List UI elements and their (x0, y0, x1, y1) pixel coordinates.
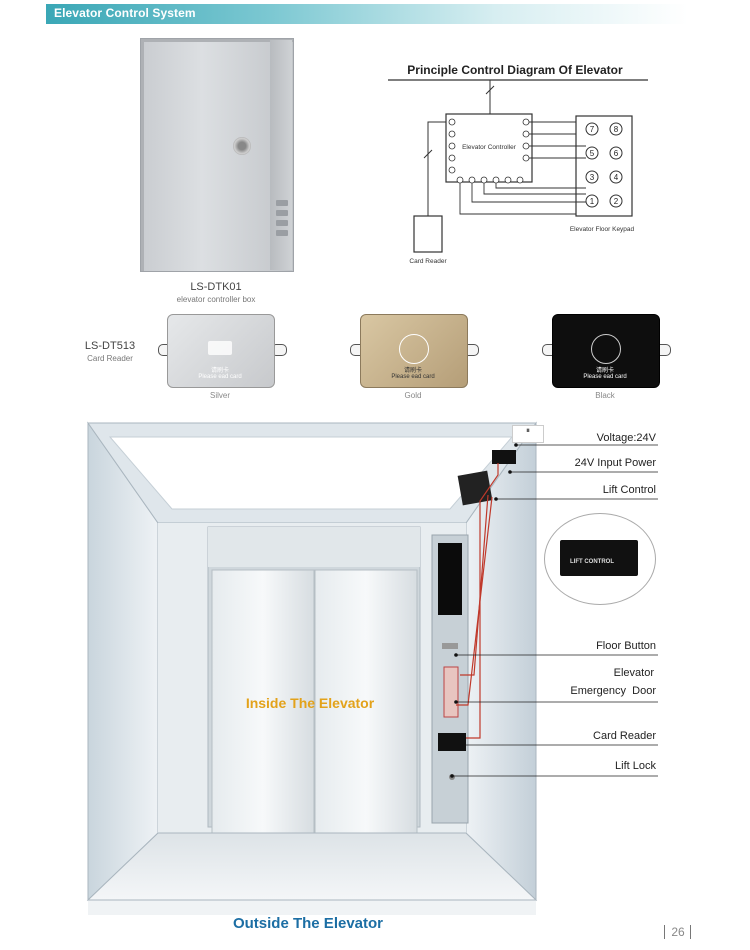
page-number: 26 (671, 925, 685, 939)
callout-input-power: 24V Input Power (574, 457, 656, 469)
card-icon (208, 341, 232, 355)
diagram-title: Principle Control Diagram Of Elevator (407, 63, 623, 77)
callout-elevator: Elevator (613, 667, 654, 679)
callout-emergency-door: Emergency Door (570, 685, 656, 697)
wiring (456, 463, 499, 739)
card-reader-label: Card Reader (409, 258, 447, 265)
variant-silver-label: Silver (209, 391, 230, 400)
keypad-keys (585, 122, 623, 208)
key-label: 5 (590, 149, 595, 158)
power-tick (485, 85, 495, 95)
hand-card-icon (591, 334, 621, 364)
variant-black-label: Black (595, 391, 615, 400)
reader-wire-tick (423, 149, 433, 159)
callout-lift-lock: Lift Lock (615, 760, 656, 772)
controller-rect (445, 113, 533, 183)
key-label: 4 (614, 173, 619, 182)
control-diagram: 7 8 5 6 3 4 1 2 Elevator Controller Card… (388, 79, 648, 265)
vent-icon (276, 220, 288, 226)
controller-box-description: elevator controller box (176, 295, 256, 304)
header-bar (46, 4, 688, 24)
controller-label: Elevator Controller (462, 144, 517, 151)
callout-dots (450, 443, 518, 778)
callout-floor-button: Floor Button (596, 640, 656, 652)
callout-lines (452, 444, 658, 777)
inside-elevator-label: Inside The Elevator (245, 695, 375, 711)
keypad-rect (575, 115, 633, 217)
key-label: 3 (590, 173, 595, 182)
lock-icon (233, 137, 251, 155)
keypad-label: Elevator Floor Keypad (570, 226, 635, 233)
vent-icon (276, 210, 288, 216)
power-supply (492, 450, 516, 464)
lift-control-box-label: LIFT CONTROL (570, 559, 614, 565)
reader-chinese-text: 请刷卡 (403, 368, 422, 374)
lift-control-box-image (560, 540, 638, 576)
outside-elevator-label: Outside The Elevator (232, 915, 384, 932)
reader-chinese-text: 请刷卡 (210, 368, 229, 374)
reader-prompt: Please ead card (391, 374, 435, 380)
key-label: 8 (614, 125, 619, 134)
reader-chinese-text: 请刷卡 (595, 368, 614, 374)
card-reader-model: LS-DT513 (84, 340, 136, 352)
hand-card-icon (399, 334, 429, 364)
panel-card-reader (438, 733, 466, 751)
page-divider-right (690, 925, 691, 939)
terminal-dots (448, 118, 530, 184)
page-divider-left (664, 925, 665, 939)
elevator-illustration (86, 421, 658, 915)
key-label: 1 (590, 197, 595, 206)
card-reader-description: Card Reader (87, 354, 133, 363)
callout-lift-control: Lift Control (602, 484, 656, 496)
key-label: 6 (614, 149, 619, 158)
callout-card-reader: Card Reader (593, 730, 656, 742)
keypad-wires (459, 121, 586, 215)
controller-box-image (140, 38, 294, 272)
outlet-icon: ⏸ (512, 425, 544, 443)
key-label: 2 (614, 197, 619, 206)
reader-prompt: Please ead card (583, 374, 627, 380)
vent-icon (276, 200, 288, 206)
callout-voltage: Voltage:24V (596, 432, 656, 444)
reader-wire (427, 121, 446, 218)
floor-display (438, 543, 462, 615)
header-title: Elevator Control System (54, 6, 196, 20)
vent-icon (276, 230, 288, 236)
controller-box-model: LS-DTK01 (190, 281, 242, 293)
key-label: 7 (590, 125, 595, 134)
reader-prompt: Please ead card (198, 374, 242, 380)
variant-gold-label: Gold (404, 391, 422, 400)
card-reader-rect (413, 215, 443, 253)
